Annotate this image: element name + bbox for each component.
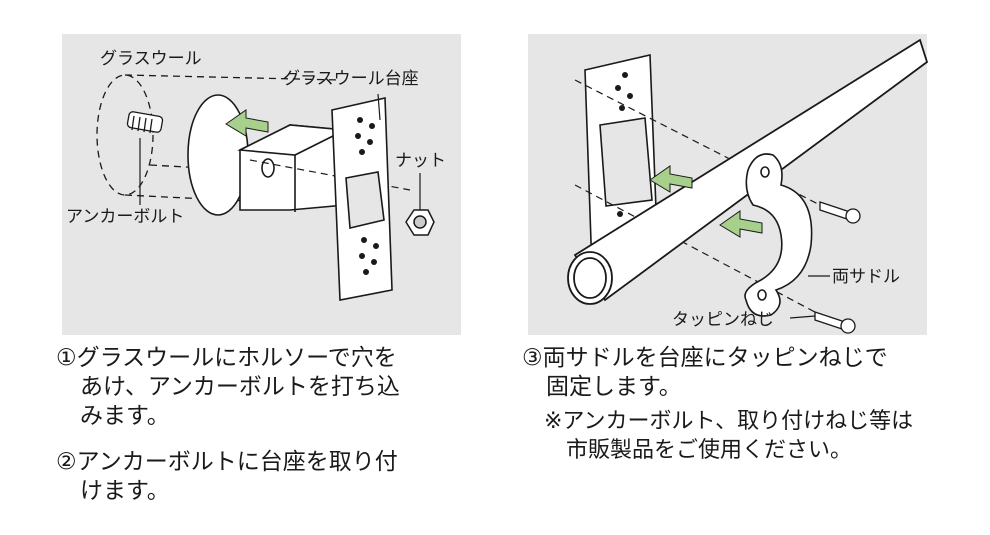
step-2-line-1: ②アンカーボルトに台座を取り付 xyxy=(56,449,398,475)
step-3-line-1: ③両サドルを台座にタッピンねじで xyxy=(522,345,888,371)
step-1-caption: ①グラスウールにホルソーで穴を あけ、アンカーボルトを打ち込 みます。 xyxy=(56,344,400,431)
note-line-2: 市販製品をご使用ください。 xyxy=(566,438,853,463)
label-anchor-bolt: アンカーボルト xyxy=(66,207,184,227)
right-diagram-panel xyxy=(528,34,927,335)
step-2-line-2: けます。 xyxy=(80,478,170,504)
hole-disk xyxy=(187,94,249,216)
base-plate xyxy=(331,97,393,301)
note-line-1: ※アンカーボルト、取り付けねじ等は xyxy=(544,409,914,434)
step-1-line-3: みます。 xyxy=(80,403,170,429)
step-2-caption: ②アンカーボルトに台座を取り付 けます。 xyxy=(56,448,398,506)
step-1-line-2: あけ、アンカーボルトを打ち込 xyxy=(80,374,400,400)
left-leader-lines xyxy=(139,93,421,210)
insert-arrow-left xyxy=(225,109,269,137)
label-glass-wool: グラスウール xyxy=(100,49,202,69)
note-caption: ※アンカーボルト、取り付けねじ等は 市販製品をご使用ください。 xyxy=(544,407,913,465)
nut-shape xyxy=(405,209,435,236)
step-1-line-1: ①グラスウールにホルソーで穴を xyxy=(56,345,397,371)
label-base: グラスウール台座 xyxy=(283,69,419,89)
step-3-line-2: 固定します。 xyxy=(546,374,682,400)
step-3-caption: ③両サドルを台座にタッピンねじで 固定します。 xyxy=(522,344,888,402)
label-nut: ナット xyxy=(395,151,446,171)
anchor-bolt-shape xyxy=(126,111,164,134)
